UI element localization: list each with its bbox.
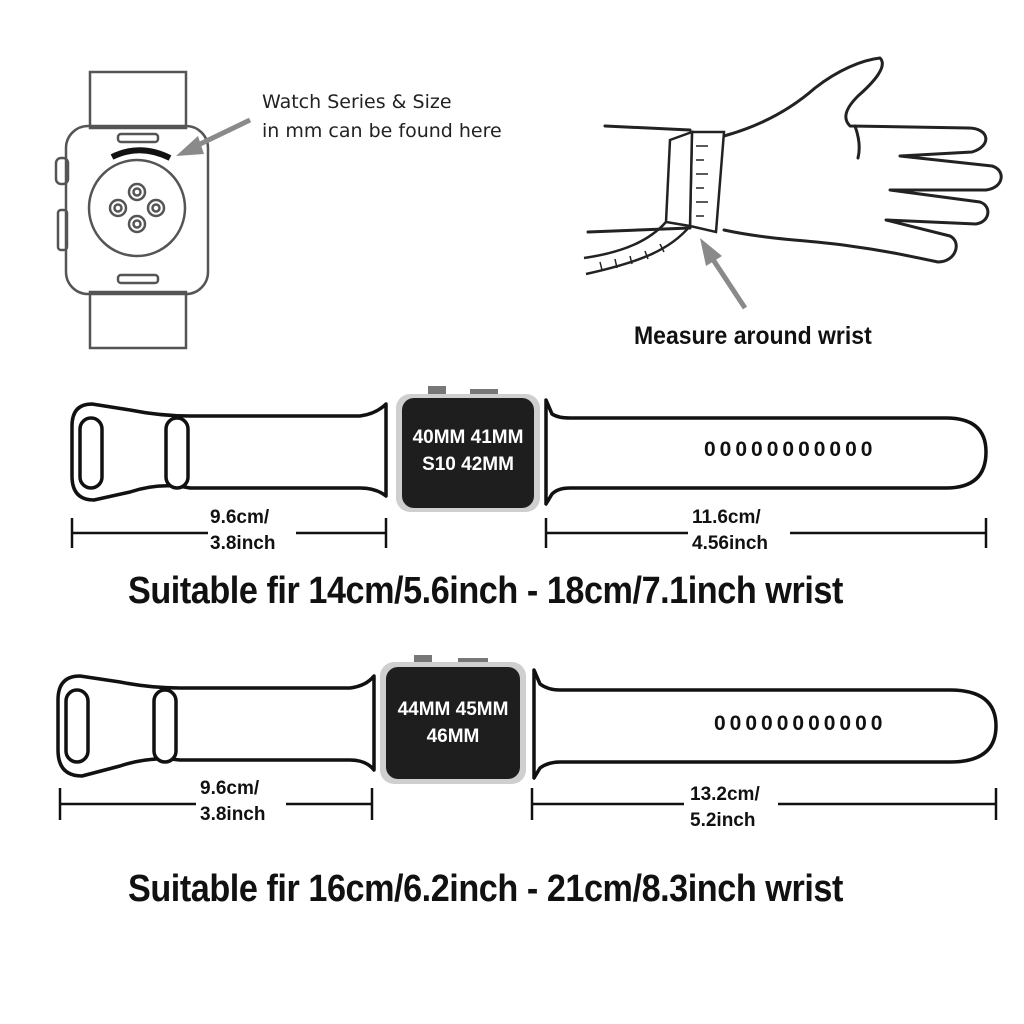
band-small-buckle-strap	[70, 402, 388, 502]
band-small-face-line1: 40MM 41MM	[412, 427, 524, 448]
hand-illustration	[586, 56, 1003, 264]
band-large-holes: 00000000000	[714, 712, 887, 735]
band-small-holes: 00000000000	[704, 438, 877, 461]
watch-sensor	[87, 158, 187, 258]
band-large-buckle-strap	[56, 674, 376, 778]
tape-measure	[583, 130, 726, 276]
watch-strap-top	[88, 70, 188, 130]
band-large-outline	[56, 668, 998, 780]
band-large-right-length-inch: 5.2inch	[690, 810, 756, 831]
band-large-right-length: 13.2cm/ 5.2inch	[690, 782, 760, 834]
band-large-watch	[380, 655, 526, 784]
band-large-dimensions	[58, 788, 998, 820]
band-small-loop-2	[164, 416, 190, 490]
band-small-outline	[70, 398, 988, 506]
band-large-left-length-inch: 3.8inch	[200, 804, 266, 825]
band-small-right-length-cm: 11.6cm/	[692, 507, 761, 528]
watch-back-illustration	[54, 70, 210, 350]
band-large-face-line1: 44MM 45MM	[397, 699, 509, 720]
band-large-face-label: 44MM 45MM 46MM	[386, 696, 520, 750]
band-small-right-length: 11.6cm/ 4.56inch	[692, 505, 768, 557]
watch-size-note-line2: in mm can be found here	[262, 120, 502, 142]
watch-size-note-line1: Watch Series & Size	[262, 91, 452, 113]
measure-wrist-label: Measure around wrist	[634, 322, 872, 350]
band-small-face-label: 40MM 41MM S10 42MM	[402, 424, 534, 478]
band-small-tail-strap	[544, 398, 988, 506]
band-large-right-length-cm: 13.2cm/	[690, 784, 760, 805]
band-small-suitable-text: Suitable fir 14cm/5.6inch - 18cm/7.1inch…	[128, 570, 843, 612]
band-large-face-line2: 46MM	[426, 726, 480, 747]
watch-size-note: Watch Series & Size in mm can be found h…	[262, 88, 502, 146]
band-large-tail-strap	[532, 668, 998, 780]
band-large-left-length: 9.6cm/ 3.8inch	[200, 776, 265, 828]
band-small-loop-1	[78, 416, 104, 490]
band-large-loop-1	[64, 688, 90, 764]
band-small-face-line2: S10 42MM	[422, 454, 514, 475]
band-small-left-length-inch: 3.8inch	[210, 533, 276, 554]
band-large-loop-2	[152, 688, 178, 764]
pointer-arrow-watch	[176, 117, 252, 156]
band-small-left-length: 9.6cm/ 3.8inch	[210, 505, 275, 557]
band-large-suitable-text: Suitable fir 16cm/6.2inch - 21cm/8.3inch…	[128, 868, 843, 910]
band-small-dimensions	[70, 518, 988, 548]
pointer-arrow-wrist	[700, 238, 748, 310]
watch-button	[56, 208, 69, 252]
band-small-left-length-cm: 9.6cm/	[210, 507, 270, 528]
band-small-watch	[396, 386, 540, 512]
band-small-right-length-inch: 4.56inch	[692, 533, 769, 554]
size-location-mark	[110, 147, 172, 161]
band-large-left-length-cm: 9.6cm/	[200, 778, 260, 799]
watch-strap-bottom	[88, 290, 188, 350]
watch-crown	[54, 156, 70, 186]
